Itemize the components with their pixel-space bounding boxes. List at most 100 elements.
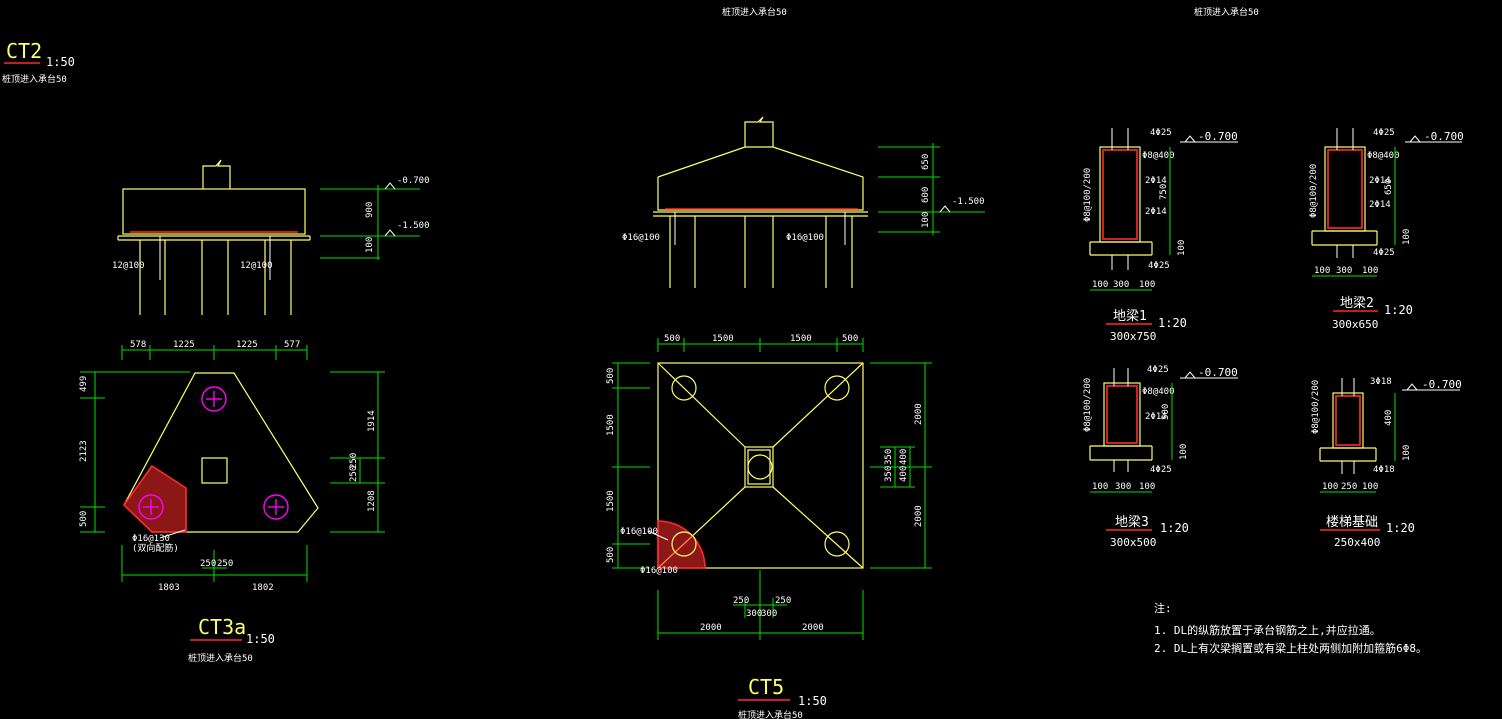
ct5-right-dim-2: 2000	[914, 505, 924, 527]
ct5-right-dim-1: 2000	[914, 403, 924, 425]
beam-2-b: 100	[1402, 229, 1412, 245]
beam-3-stir: Φ8@400	[1142, 387, 1175, 397]
ct3a-top-dim-1: 578	[130, 340, 146, 350]
ct5-left-dim-1: 500	[606, 368, 616, 384]
stair-foundation-detail: 3Φ18 4Φ18 -0.700 Φ8@100/200 400 100 100 …	[1311, 377, 1462, 549]
ct5-elev: -1.500	[952, 197, 985, 207]
beam-3-name: 地梁3	[1115, 515, 1149, 530]
beam-2-h: 650	[1384, 179, 1394, 195]
top-heading-mid: 桩顶进入承台50	[722, 6, 787, 18]
ct5-rebar-left: Φ16@100	[622, 233, 660, 243]
ct5-scale: 1:50	[798, 694, 827, 708]
beam-1-side1: 2Φ14	[1145, 176, 1167, 186]
ct5-note: 桩顶进入承台50	[738, 709, 803, 719]
ct2-title-block: CT2 1:50 桩顶进入承台50	[2, 39, 75, 85]
beam-1-name: 地梁1	[1113, 309, 1147, 324]
ct5-title-block: CT5 1:50 桩顶进入承台50	[738, 675, 827, 719]
ct2-title: CT2	[6, 39, 42, 63]
ct3a-right-dim-2: 250	[349, 453, 359, 469]
ct5-bottom-small-2: 300	[746, 609, 762, 619]
beam-1-dim-1: 100	[1092, 280, 1108, 290]
beam-3-dim-1: 100	[1092, 482, 1108, 492]
beam-3-size: 300x500	[1110, 536, 1156, 549]
stair-b: 100	[1402, 445, 1412, 461]
ct2-elev-2: -1.500	[397, 221, 430, 231]
ct3a-bottom-total-1: 1803	[158, 583, 180, 593]
ct5-rebar-right: Φ16@100	[786, 233, 824, 243]
stair-dim-2: 250	[1341, 482, 1357, 492]
ct5-center-dim-1: 350	[884, 449, 894, 465]
ct5-bottom-small-3: 300	[761, 609, 777, 619]
ct3a-rebar-a: Φ16@130	[132, 534, 170, 544]
ct2-scale: 1:50	[46, 55, 75, 69]
beam-3-scale: 1:20	[1160, 521, 1189, 535]
beam-1-top: 4Φ25	[1150, 128, 1172, 138]
ct5-sec-dim-1: 650	[921, 154, 931, 170]
beam-2-dim-2: 300	[1336, 266, 1352, 276]
beam-1-detail: 4Φ25 Φ8@400 2Φ14 2Φ14 4Φ25 -0.700 Φ8@100…	[1083, 128, 1238, 343]
ct3a-right-dim-3: 250	[349, 466, 359, 482]
ct3a-title: CT3a	[198, 615, 246, 639]
ct5-sec-dim-3: 100	[921, 212, 931, 228]
ct3a-left-dim-3: 500	[79, 511, 89, 527]
ct5-plan: 500 1500 1500 500 500 1500 1500 500 Φ16@…	[606, 334, 932, 640]
note-1: 1. DL的纵筋放置于承台钢筋之上,并应拉通。	[1154, 623, 1381, 637]
beam-2-stir: Φ8@400	[1367, 151, 1400, 161]
beam-1-h: 750	[1159, 184, 1169, 200]
ct5-bottom-small-4: 250	[775, 596, 791, 606]
ct5-left-dim-3: 1500	[606, 490, 616, 512]
ct5-left-dim-2: 1500	[606, 414, 616, 436]
ct3a-left-dim-2: 2123	[79, 440, 89, 462]
top-heading-right: 桩顶进入承台50	[1194, 6, 1259, 18]
stair-dim-3: 100	[1362, 482, 1378, 492]
stair-top: 3Φ18	[1370, 377, 1392, 387]
beam-3-elev: -0.700	[1198, 366, 1238, 379]
ct3a-title-block: CT3a 1:50 桩顶进入承台50	[188, 615, 275, 664]
ct5-bottom-small-1: 250	[733, 596, 749, 606]
ct5-top-dim-1: 500	[664, 334, 680, 344]
ct5-center-dim-2: 400	[899, 449, 909, 465]
beam-2-elev: -0.700	[1424, 130, 1464, 143]
stair-h: 400	[1384, 410, 1394, 426]
beam-2-detail: 4Φ25 Φ8@400 2Φ14 2Φ14 4Φ25 -0.700 Φ8@100…	[1309, 128, 1464, 331]
beam-1-left: Φ8@100/200	[1083, 168, 1093, 222]
beam-1-size: 300x750	[1110, 330, 1156, 343]
beam-2-dim-1: 100	[1314, 266, 1330, 276]
beam-2-size: 300x650	[1332, 318, 1378, 331]
ct5-section: Φ16@100 Φ16@100 650 600 100 -1.500	[622, 116, 985, 288]
beam-3-side1: 2Φ14	[1145, 412, 1167, 422]
ct5-center-dim-4: 400	[899, 466, 909, 482]
beam-3-b: 100	[1179, 444, 1189, 460]
stair-scale: 1:20	[1386, 521, 1415, 535]
beam-1-dim-2: 300	[1113, 280, 1129, 290]
beam-1-dim-3: 100	[1139, 280, 1155, 290]
ct3a-bottom-dim-2: 250	[217, 559, 233, 569]
beam-3-h: 500	[1161, 404, 1171, 420]
ct3a-note: 桩顶进入承台50	[188, 652, 253, 664]
ct2-rebar-left: 12@100	[112, 261, 145, 271]
beam-1-side2: 2Φ14	[1145, 207, 1167, 217]
stair-left: Φ8@100/200	[1311, 380, 1321, 434]
ct5-top-dim-3: 1500	[790, 334, 812, 344]
ct3a-scale: 1:50	[246, 632, 275, 646]
ct5-title: CT5	[748, 675, 784, 699]
beam-2-top: 4Φ25	[1373, 128, 1395, 138]
ct5-sec-dim-2: 600	[921, 187, 931, 203]
ct3a-bottom-dim-1: 250	[200, 559, 216, 569]
beam-1-b: 100	[1177, 240, 1187, 256]
beam-1-scale: 1:20	[1158, 316, 1187, 330]
beam-3-dim-2: 300	[1115, 482, 1131, 492]
ct3a-top-dim-2: 1225	[173, 340, 195, 350]
ct2-rebar-right: 12@100	[240, 261, 273, 271]
note-2: 2. DL上有次梁搁置或有梁上柱处两侧加附加箍筋6Φ8。	[1154, 641, 1427, 655]
beam-2-left: Φ8@100/200	[1309, 164, 1319, 218]
ct2-section: 12@100 12@100 -0.700 -1.500 900 100	[112, 159, 430, 315]
beam-3-bot: 4Φ25	[1150, 465, 1172, 475]
stair-bot: 4Φ18	[1373, 465, 1395, 475]
beam-1-elev: -0.700	[1198, 130, 1238, 143]
beam-2-side1: 2Φ14	[1369, 176, 1391, 186]
ct3a-top-dim-3: 1225	[236, 340, 258, 350]
ct5-center-dim-3: 350	[884, 466, 894, 482]
ct5-bottom-total-1: 2000	[700, 623, 722, 633]
